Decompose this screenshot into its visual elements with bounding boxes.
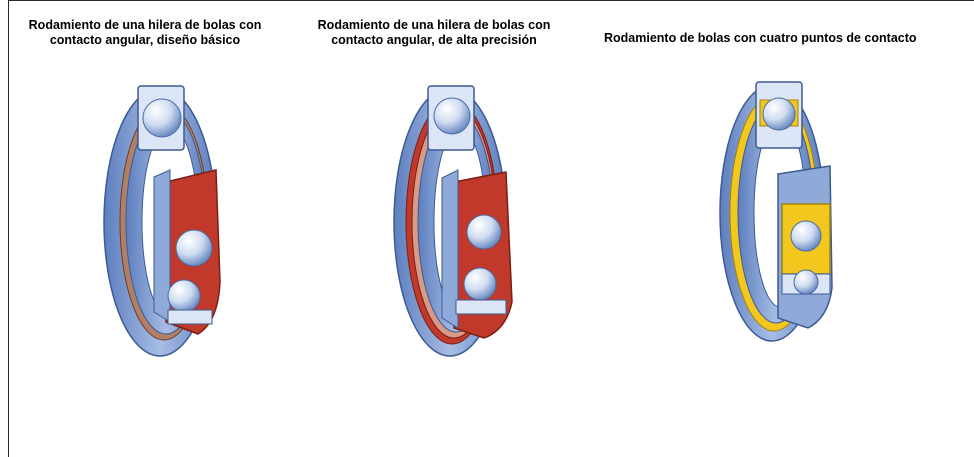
ball: [793, 269, 819, 295]
ball: [433, 97, 471, 135]
cage-section: [453, 171, 513, 339]
caption-four-point-contact: Rodamiento de bolas con cuatro puntos de…: [604, 31, 917, 45]
ball: [167, 279, 201, 313]
angular-contact-ball-bearing-basic-icon: [103, 85, 221, 357]
caption-high-precision: Rodamiento de una hilera de bolas con co…: [317, 18, 551, 47]
ball: [790, 220, 822, 252]
four-point-contact-ball-bearing-icon: [719, 81, 833, 342]
ball: [762, 97, 796, 131]
angular-contact-ball-bearing-high-precision-icon: [393, 85, 513, 357]
caption-basic-design: Rodamiento de una hilera de bolas con co…: [28, 18, 262, 47]
ball: [466, 214, 502, 250]
figure-frame: [8, 0, 974, 457]
ball: [142, 98, 182, 138]
ball: [175, 229, 213, 267]
ball: [463, 267, 497, 301]
